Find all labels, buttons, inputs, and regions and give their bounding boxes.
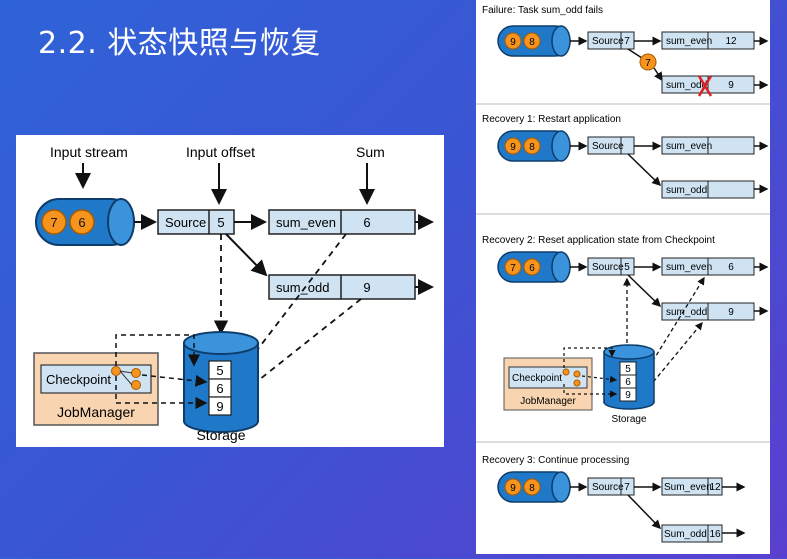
- svg-text:5: 5: [624, 262, 630, 273]
- recovery3-source: Source 7: [587, 477, 635, 496]
- sum-odd-operator: sum_odd 9: [268, 274, 416, 300]
- stream-event: 9: [504, 32, 522, 50]
- svg-text:Source: Source: [592, 262, 624, 273]
- recovery3-title: Recovery 3: Continue processing: [482, 455, 629, 466]
- svg-text:5: 5: [216, 363, 223, 378]
- stream-event: 7: [41, 209, 67, 235]
- svg-text:7: 7: [510, 263, 516, 274]
- svg-text:Source: Source: [592, 36, 624, 47]
- svg-text:9: 9: [728, 307, 734, 318]
- svg-text:sum_odd: sum_odd: [666, 307, 707, 318]
- svg-text:Sum_odd: Sum_odd: [664, 529, 707, 540]
- failure-source: Source 7: [587, 31, 635, 50]
- svg-text:Source: Source: [165, 215, 206, 230]
- recovery2-storage-label: Storage: [611, 414, 646, 425]
- failure-title: Failure: Task sum_odd fails: [482, 5, 603, 16]
- storage-cell: 9: [619, 387, 637, 402]
- stream-event: 8: [523, 32, 541, 50]
- svg-text:sum_even: sum_even: [666, 36, 712, 47]
- svg-text:12: 12: [725, 36, 737, 47]
- recovery1-sum-odd: sum_odd: [661, 180, 755, 199]
- storage-label: Storage: [196, 427, 245, 443]
- svg-text:5: 5: [625, 364, 631, 375]
- svg-text:sum_odd: sum_odd: [276, 280, 329, 295]
- recovery1-title: Recovery 1: Restart application: [482, 114, 621, 125]
- svg-text:Sum_even: Sum_even: [664, 482, 712, 493]
- storage-cell: 6: [619, 374, 637, 389]
- stream-event: 6: [523, 258, 541, 276]
- svg-text:sum_odd: sum_odd: [666, 80, 707, 91]
- recovery2-sum-odd: sum_odd 9: [661, 302, 755, 321]
- recovery2-sum-even: sum_even 6: [661, 257, 755, 276]
- recovery3-sum-odd: Sum_odd 16: [661, 524, 723, 543]
- svg-text:8: 8: [529, 483, 535, 494]
- recovery2-source: Source 5: [587, 257, 635, 276]
- svg-text:7: 7: [624, 482, 630, 493]
- svg-text:9: 9: [363, 280, 370, 295]
- svg-text:Checkpoint: Checkpoint: [46, 372, 111, 387]
- svg-text:sum_even: sum_even: [666, 141, 712, 152]
- svg-text:6: 6: [216, 381, 223, 396]
- svg-text:sum_odd: sum_odd: [666, 185, 707, 196]
- stream-event: 7: [504, 258, 522, 276]
- label-input-stream: Input stream: [50, 144, 128, 160]
- svg-text:9: 9: [625, 390, 631, 401]
- stream-event: 8: [523, 137, 541, 155]
- svg-text:9: 9: [216, 399, 223, 414]
- svg-text:sum_even: sum_even: [276, 215, 336, 230]
- storage-cell: 9: [208, 396, 232, 416]
- svg-text:8: 8: [529, 142, 535, 153]
- svg-text:12: 12: [709, 482, 721, 493]
- label-sum: Sum: [356, 144, 385, 160]
- svg-text:JobManager: JobManager: [520, 396, 576, 407]
- svg-text:6: 6: [529, 263, 535, 274]
- svg-text:9: 9: [728, 80, 734, 91]
- svg-text:Checkpoint: Checkpoint: [512, 373, 562, 384]
- svg-text:8: 8: [529, 37, 535, 48]
- in-flight-event: 7: [639, 53, 657, 71]
- recovery-panel: Failure: Task sum_odd fails 9 8 Source 7…: [476, 0, 770, 554]
- source-operator: Source 5: [157, 209, 235, 235]
- slide-title: 2.2. 状态快照与恢复: [38, 26, 321, 61]
- sum-even-operator: sum_even 6: [268, 209, 416, 235]
- storage-cell: 5: [208, 360, 232, 380]
- svg-text:7: 7: [50, 215, 57, 230]
- recovery1-sum-even: sum_even: [661, 136, 755, 155]
- svg-text:JobManager: JobManager: [57, 404, 135, 420]
- storage-cell: 6: [208, 378, 232, 398]
- stream-event: 8: [523, 478, 541, 496]
- failure-x-icon: [697, 75, 713, 97]
- label-input-offset: Input offset: [186, 144, 255, 160]
- svg-text:7: 7: [624, 36, 630, 47]
- svg-text:7: 7: [645, 58, 651, 69]
- stream-event: 6: [69, 209, 95, 235]
- stream-event: 9: [504, 478, 522, 496]
- svg-text:5: 5: [217, 215, 224, 230]
- recovery3-sum-even: Sum_even 12: [661, 477, 723, 496]
- svg-text:6: 6: [625, 377, 631, 388]
- svg-text:sum_even: sum_even: [666, 262, 712, 273]
- stream-event: 9: [504, 137, 522, 155]
- failure-sum-even: sum_even 12: [661, 31, 755, 50]
- svg-text:9: 9: [510, 483, 516, 494]
- recovery-diagram: Failure: Task sum_odd fails 9 8 Source 7…: [476, 5, 770, 543]
- svg-text:6: 6: [728, 262, 734, 273]
- svg-text:6: 6: [363, 215, 370, 230]
- storage-cell: 5: [619, 361, 637, 376]
- svg-text:Source: Source: [592, 482, 624, 493]
- svg-text:6: 6: [78, 215, 85, 230]
- recovery1-source: Source: [587, 136, 635, 155]
- svg-text:Source: Source: [592, 141, 624, 152]
- recovery2-title: Recovery 2: Reset application state from…: [482, 235, 715, 246]
- main-diagram-panel: Input stream Input offset Sum 7 6 Source…: [16, 135, 444, 447]
- svg-text:9: 9: [510, 37, 516, 48]
- main-diagram: Input stream Input offset Sum 7 6 Source…: [33, 144, 434, 443]
- svg-text:9: 9: [510, 142, 516, 153]
- svg-text:16: 16: [709, 529, 721, 540]
